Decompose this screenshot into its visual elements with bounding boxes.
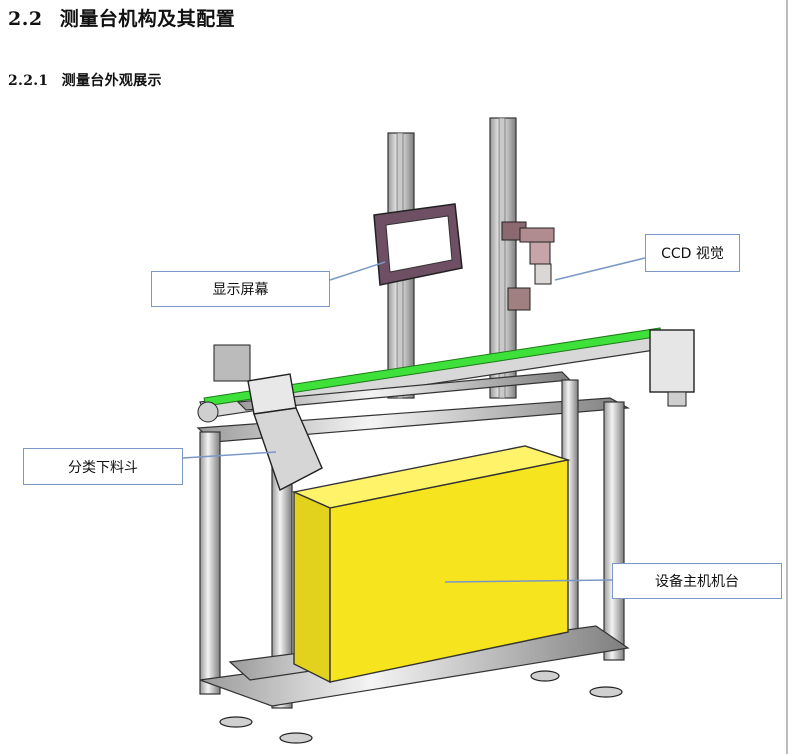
subsection-number: 2.2.1	[8, 73, 49, 89]
callout-display-screen: 显示屏幕	[151, 271, 330, 307]
callout-main-label: 设备主机机台	[655, 574, 739, 590]
display-screen	[373, 203, 463, 286]
callout-hopper-label: 分类下料斗	[68, 459, 138, 476]
subsection-title: 测量台外观展示	[61, 73, 162, 89]
section-number: 2.2	[8, 8, 43, 30]
subsection-heading: 2.2.1 测量台外观展示	[8, 70, 162, 90]
callout-display-label: 显示屏幕	[212, 282, 269, 298]
section-title: 测量台机构及其配置	[59, 8, 236, 30]
ccd-camera	[501, 221, 555, 311]
page-edge	[786, 0, 788, 754]
main-machine-box	[291, 445, 571, 684]
callout-sorting-hopper: 分类下料斗	[23, 448, 183, 485]
callout-ccd-vision: CCD 视觉	[645, 234, 740, 272]
section-heading: 2.2 测量台机构及其配置	[8, 4, 235, 31]
callout-leaders	[182, 257, 646, 583]
sorting-hopper	[247, 373, 323, 491]
callout-ccd-label: CCD 视觉	[661, 246, 724, 262]
callout-main-machine: 设备主机机台	[612, 563, 782, 599]
leveling-feet	[219, 670, 623, 744]
